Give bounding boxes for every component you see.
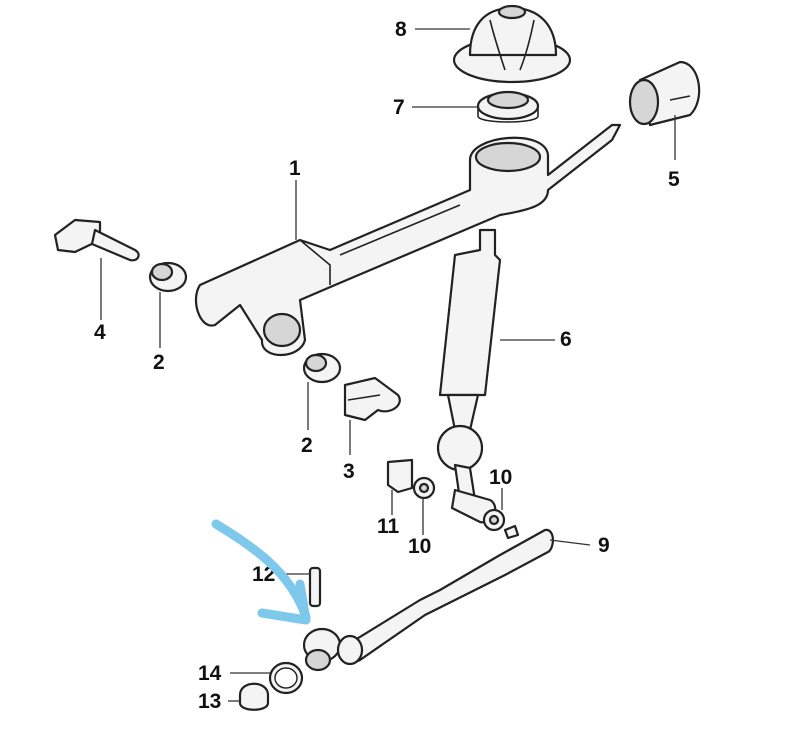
highlight-arrow-annotation [211, 519, 311, 625]
callout-10-right: 10 [489, 466, 512, 489]
part-3-clip [343, 376, 401, 422]
part-10-washer-left [412, 476, 436, 500]
callout-2-lower: 2 [301, 434, 313, 457]
part-10-washer-right [482, 508, 506, 532]
part-5-bushing [628, 60, 701, 127]
part-12-pin [308, 566, 322, 608]
callout-12: 12 [252, 563, 275, 586]
callout-14: 14 [198, 662, 222, 685]
callout-2-upper: 2 [153, 351, 165, 374]
callout-9: 9 [598, 534, 610, 557]
callout-1: 1 [289, 157, 301, 180]
callout-3: 3 [343, 460, 355, 483]
leader-lines [100, 28, 676, 702]
part-9-linkage-arm [344, 524, 554, 663]
part-11-retaining-clip [386, 458, 414, 494]
callout-13: 13 [198, 690, 221, 713]
callout-7: 7 [393, 96, 405, 119]
part-2-lower-bushing [302, 352, 342, 384]
part-4-pivot-pin [53, 218, 140, 262]
ball-joint [302, 627, 364, 672]
part-14-o-ring [268, 661, 304, 695]
callout-10-left: 10 [408, 535, 431, 558]
callout-5: 5 [668, 168, 680, 191]
callout-6: 6 [560, 328, 572, 351]
part-7-bearing-ring [476, 90, 540, 123]
part-8-dust-boot [452, 4, 572, 84]
part-13-cap [238, 682, 270, 711]
callout-8: 8 [395, 18, 407, 41]
callout-4: 4 [94, 321, 106, 344]
part-2-upper-bushing [148, 261, 188, 293]
part-6-shift-rod [436, 228, 502, 524]
callout-11: 11 [377, 515, 400, 538]
part-1-shift-bracket [195, 123, 622, 356]
